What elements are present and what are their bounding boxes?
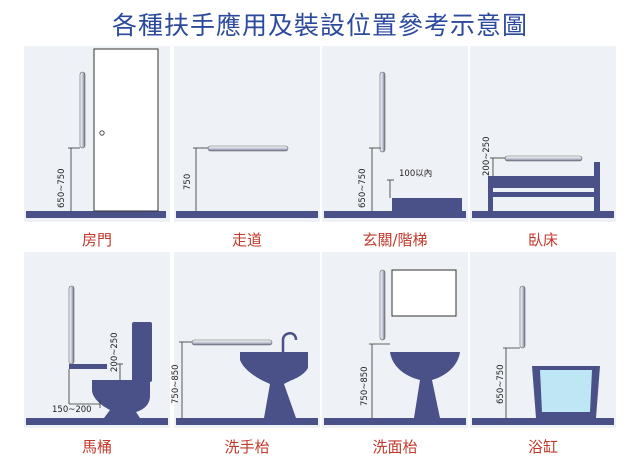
caption-bathtub: 浴缸: [527, 438, 558, 456]
dimension-label: 650~750: [496, 364, 506, 404]
dimension-label: 200~250: [110, 332, 120, 372]
toilet-tank: [132, 322, 152, 382]
step: [392, 198, 462, 211]
caption-bed: 臥床: [527, 231, 558, 249]
floor: [324, 418, 466, 425]
dimension-label: 100以內: [399, 169, 432, 179]
floor: [176, 211, 318, 218]
bed-illustration: 200~250: [472, 136, 614, 218]
dimension-label: 150~200: [52, 405, 92, 415]
caption-washbasin: 洗面枱: [372, 438, 418, 456]
vertical-grab-bar: [68, 285, 75, 365]
dimension-label: 750~850: [171, 364, 181, 404]
horizontal-handrail: [207, 145, 289, 152]
toilet-illustration: 200~250 150~200: [26, 285, 168, 425]
vertical-grab-bar: [519, 285, 526, 349]
floor: [324, 211, 466, 218]
entrance-stairs-illustration: 650~750 100以內: [324, 71, 466, 218]
floor: [472, 211, 614, 218]
panel-entrance-stairs: [322, 46, 468, 222]
toilet-bowl: [92, 380, 150, 418]
mirror: [391, 269, 457, 317]
washbasin-illustration: 750~850: [324, 269, 466, 425]
vertical-grab-bar: [79, 71, 86, 149]
door-illustration: 650~750: [26, 48, 166, 218]
bathtub-illustration: 650~750: [472, 285, 614, 425]
floor: [26, 418, 168, 425]
dimension-label: 650~750: [57, 168, 67, 208]
dimension-label: 750~850: [360, 366, 370, 406]
bed-leg: [488, 188, 493, 211]
floor: [176, 418, 318, 425]
horizontal-handrail: [191, 339, 273, 346]
washbasin: [390, 352, 460, 418]
dimension-label: 750: [183, 174, 193, 190]
dimension-label: 200~250: [482, 136, 492, 176]
floor: [26, 211, 166, 218]
mattress: [488, 176, 594, 188]
horizontal-grab-bar: [69, 364, 107, 369]
page-title: 各種扶手應用及裝設位置參考示意圖: [111, 11, 528, 40]
dimension-label: 650~750: [358, 168, 368, 208]
faucet: [281, 332, 298, 352]
caption-door: 房門: [81, 231, 112, 249]
bed-frame: [488, 192, 600, 197]
bed-rail: [504, 155, 583, 162]
caption-sink: 洗手枱: [224, 438, 270, 456]
vertical-grab-bar: [379, 269, 386, 341]
door-knob: [99, 130, 105, 136]
corridor-illustration: 750: [176, 145, 318, 218]
caption-toilet: 馬桶: [81, 438, 112, 456]
door: [93, 48, 159, 212]
caption-entrance-stairs: 玄關/階梯: [362, 231, 428, 249]
panel-corridor: [174, 46, 320, 222]
sink-basin: [240, 352, 308, 418]
floor: [472, 418, 614, 425]
caption-corridor: 走道: [231, 231, 262, 249]
vertical-grab-bar: [379, 71, 386, 153]
bath-water: [540, 370, 592, 412]
bed-headboard: [594, 162, 600, 211]
sink-illustration: 750~850: [171, 332, 318, 425]
